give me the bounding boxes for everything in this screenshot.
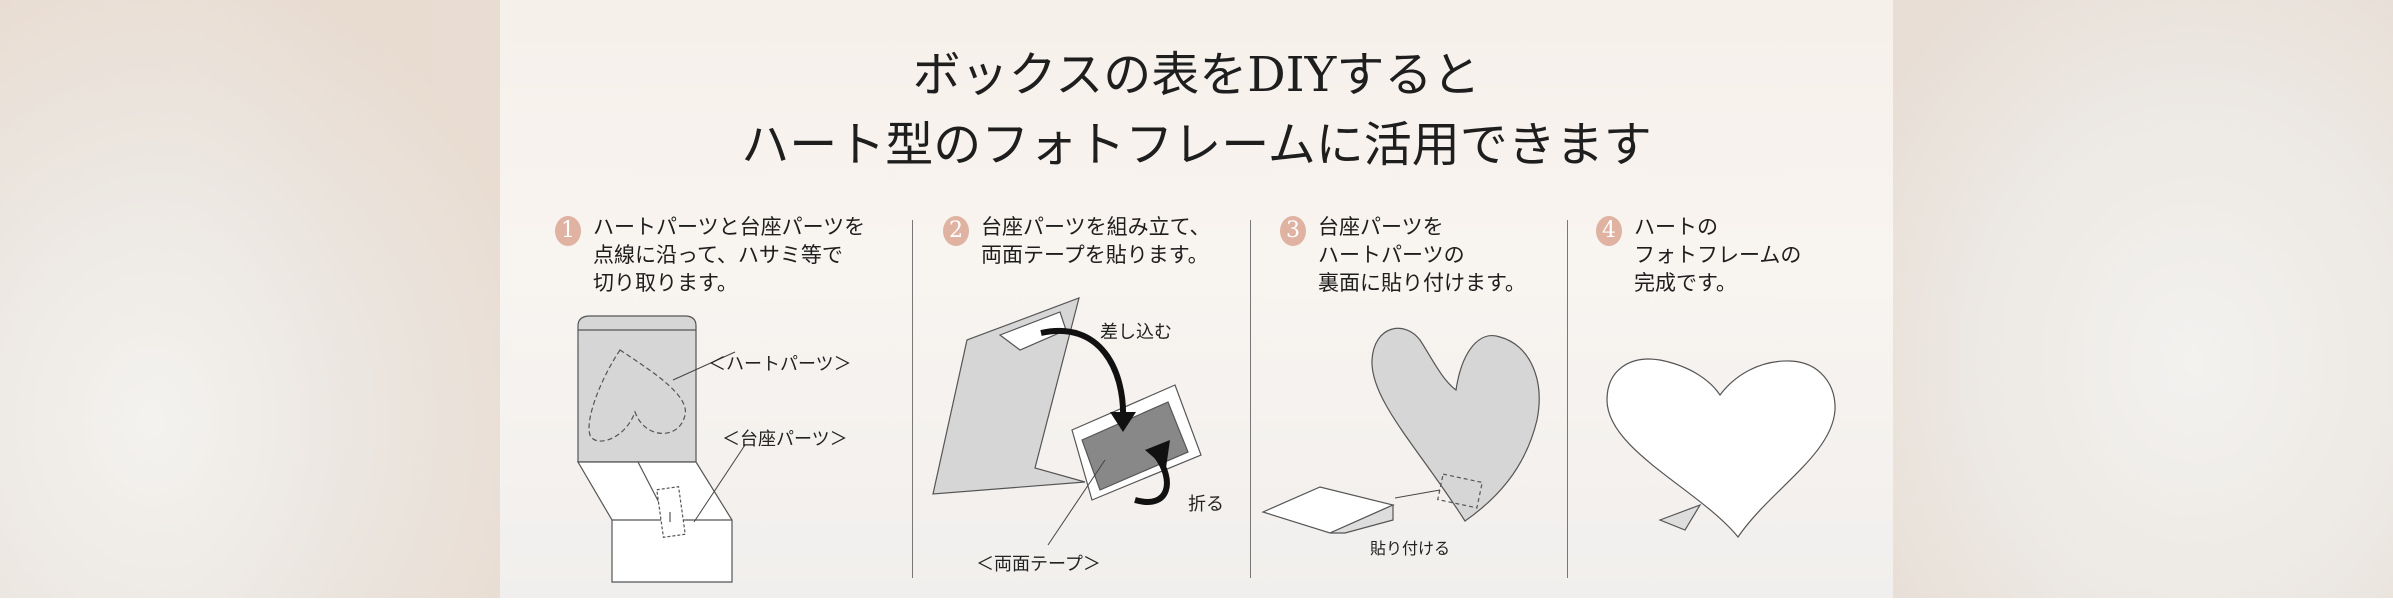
background-left <box>0 0 500 601</box>
label-fold: 折る <box>1188 494 1224 515</box>
step-number-badge: 2 <box>943 216 969 246</box>
label-attach: 貼り付ける <box>1370 539 1451 558</box>
step-text: 裏面に貼り付けます。 <box>1318 272 1526 295</box>
step-divider <box>1250 220 1251 578</box>
step-3: 3 台座パーツをハートパーツの裏面に貼り付けます。 <box>1280 214 1526 298</box>
step-text: 台座パーツを組み立て、 <box>981 216 1211 239</box>
bottom-strip <box>0 598 2393 601</box>
heart-frame-illustration <box>1606 358 1836 539</box>
label-double-tape: ＜両面テープ＞ <box>976 554 1101 575</box>
heart-back-illustration <box>1261 327 1540 534</box>
leader-line <box>693 444 746 523</box>
title-line-1: ボックスの表をDIYすると <box>912 47 1481 103</box>
step-text: 台座パーツを <box>1318 216 1444 239</box>
step-1: 1 ハートパーツと台座パーツを点線に沿って、ハサミ等で切り取ります。 <box>555 214 865 298</box>
box-illustration <box>576 315 733 583</box>
background-right <box>1893 0 2393 601</box>
stand-illustration <box>932 297 1202 501</box>
step-text: 点線に沿って、ハサミ等で <box>593 244 843 267</box>
step-divider <box>1567 220 1568 578</box>
step-text: ハートパーツと台座パーツを <box>593 216 866 239</box>
step-text: フォトフレームの <box>1634 244 1802 267</box>
label-heart-parts: ＜ハートパーツ＞ <box>708 354 852 375</box>
step-text: 完成です。 <box>1634 272 1737 295</box>
step-number-badge: 4 <box>1596 216 1622 246</box>
step-2: 2 台座パーツを組み立て、両面テープを貼ります。 <box>943 214 1211 270</box>
step-divider <box>912 220 913 578</box>
leader-line <box>672 351 736 381</box>
step-text: ハートパーツの <box>1318 244 1465 267</box>
arrow-insert-icon <box>1040 328 1127 421</box>
title-line-2: ハート型のフォトフレームに活用できます <box>741 117 1652 173</box>
step-text: ハートの <box>1634 216 1718 239</box>
leader-line <box>1394 489 1441 499</box>
step-text: 切り取ります。 <box>593 272 738 295</box>
step-text: 両面テープを貼ります。 <box>981 244 1209 267</box>
step-number-badge: 3 <box>1280 216 1306 246</box>
label-base-parts: ＜台座パーツ＞ <box>722 429 848 450</box>
step-4: 4 ハートのフォトフレームの完成です。 <box>1596 214 1801 298</box>
label-insert: 差し込む <box>1100 322 1172 343</box>
content-panel <box>500 0 1893 598</box>
leader-line <box>1047 459 1106 546</box>
step-number-badge: 1 <box>555 216 581 246</box>
